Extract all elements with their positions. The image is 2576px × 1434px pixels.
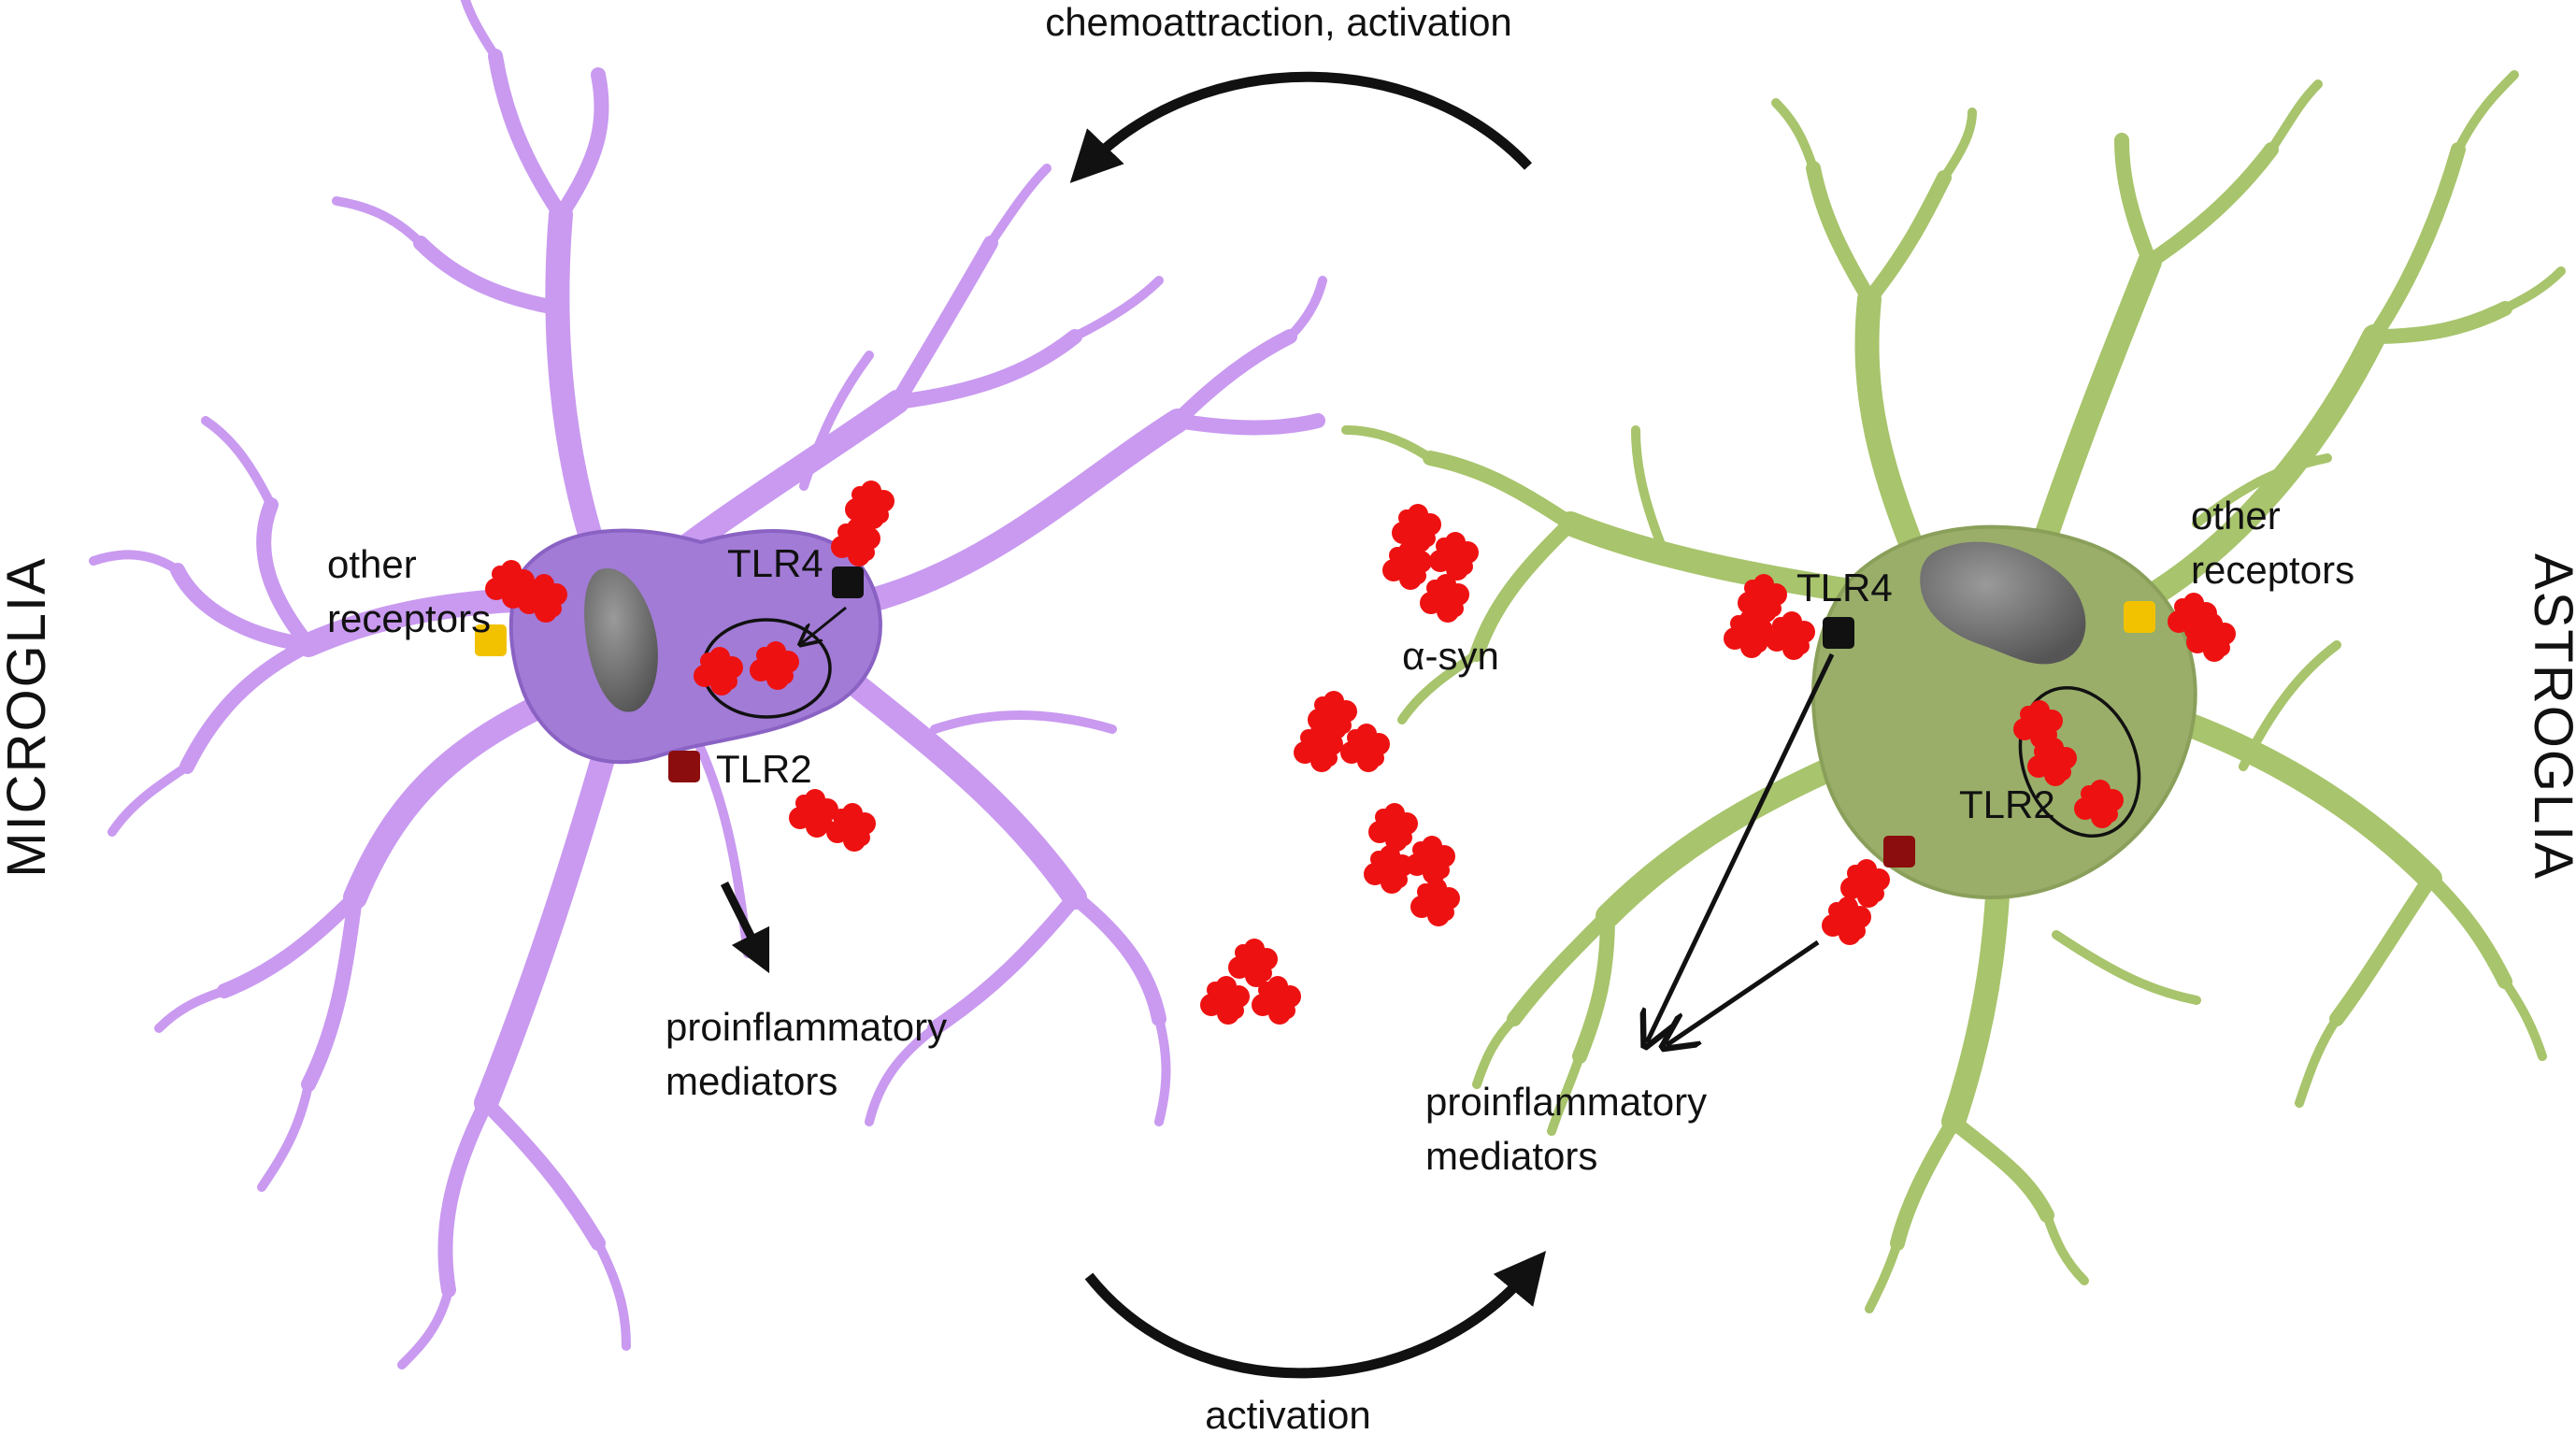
astroglia-output-line2: mediators xyxy=(1425,1134,1597,1178)
microglia-side-label: MICROGLIA xyxy=(0,556,57,878)
microglia-output-line2: mediators xyxy=(665,1059,837,1103)
microglia-processes xyxy=(89,0,1327,1369)
microglia-other-receptor xyxy=(475,624,507,656)
microglia-tlr2-label: TLR2 xyxy=(716,747,812,791)
top-arrow-label: chemoattraction, activation xyxy=(1045,0,1512,44)
activation-arrow xyxy=(1084,1251,1547,1379)
astroglia-other-receptors-line1: other xyxy=(2191,494,2281,538)
microglia-output-line1: proinflammatory xyxy=(665,1005,947,1049)
astroglia-phagosome xyxy=(2018,685,2141,839)
microglia-tlr4-uptake-arrow xyxy=(802,606,847,643)
astroglia-tlr2-label: TLR2 xyxy=(1959,782,2055,826)
microglia-tlr4-receptor xyxy=(832,566,864,598)
astroglia-tlr2-receptor xyxy=(1883,836,1915,868)
astroglia-tlr4-output-arrow xyxy=(1647,652,1835,1042)
astroglia-tlr4-receptor xyxy=(1823,617,1854,649)
microglia-output-arrow xyxy=(720,881,770,974)
microglia-other-receptors-line2: receptors xyxy=(327,596,491,640)
chemoattraction-arrow xyxy=(1069,71,1533,183)
microglia-cell xyxy=(89,0,1327,1369)
alpha-syn-label: α-syn xyxy=(1402,634,1499,678)
microglia-tlr2-receptor xyxy=(668,751,700,782)
bottom-arrow-label: activation xyxy=(1205,1393,1370,1434)
astroglia-tlr2-output-arrow xyxy=(1667,939,1820,1045)
astroglia-nucleus xyxy=(1920,541,2086,665)
astroglia-other-receptor xyxy=(2124,601,2155,633)
microglia-nucleus xyxy=(584,568,658,712)
astroglia-output-line1: proinflammatory xyxy=(1425,1080,1707,1124)
astroglia-cell xyxy=(1341,70,2566,1313)
microglia-other-receptors-line1: other xyxy=(327,542,417,586)
astroglia-tlr4-label: TLR4 xyxy=(1796,566,1893,609)
microglia-tlr4-label: TLR4 xyxy=(727,541,823,585)
astroglia-side-label: ASTROGLIA xyxy=(2523,553,2576,881)
astroglia-other-receptors-line2: receptors xyxy=(2191,548,2354,592)
